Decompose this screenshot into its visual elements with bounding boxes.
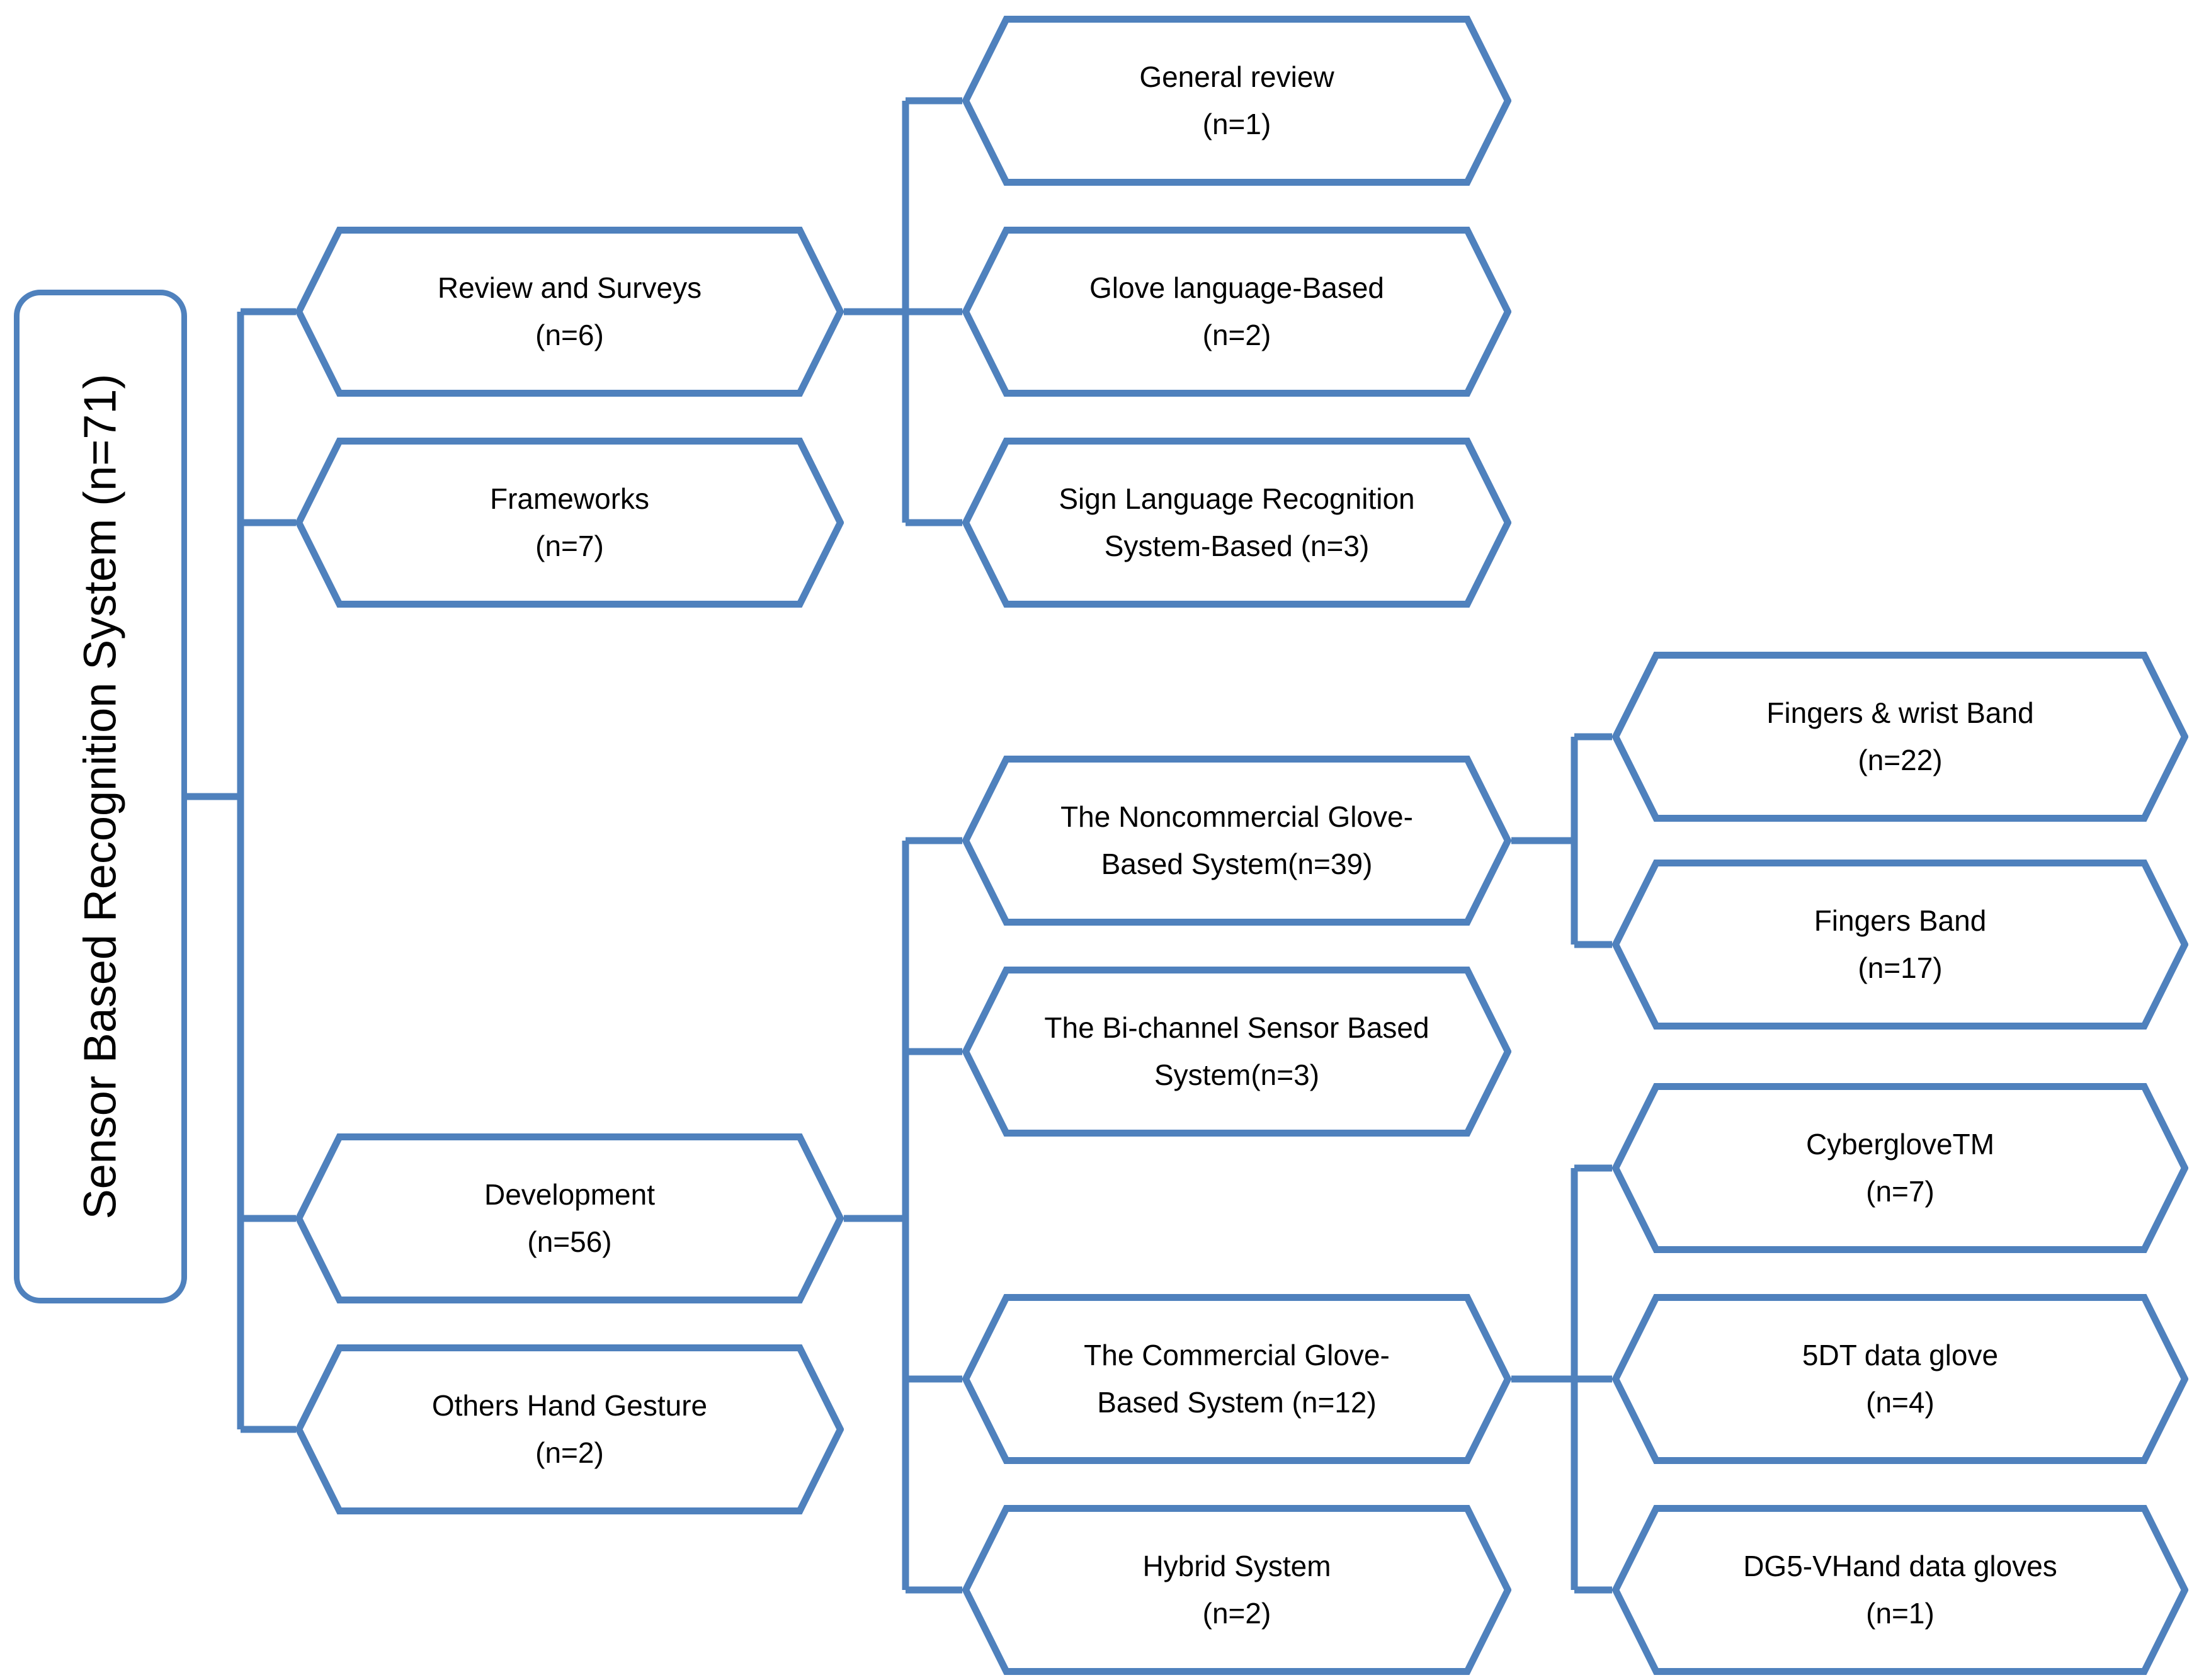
node-label-line1: Glove language-Based (1089, 271, 1384, 305)
node-hybrid-system[interactable]: Hybrid System (n=2) (962, 1505, 1511, 1675)
root-node-label: Sensor Based Recognition System (n=71) (75, 373, 126, 1220)
node-label-line1: General review (1139, 60, 1334, 94)
node-fingers-band[interactable]: Fingers Band (n=17) (1612, 860, 2188, 1030)
node-label: Frameworks (n=7) (295, 438, 844, 608)
node-label-line2: (n=1) (1866, 1597, 1935, 1630)
node-label-line2: (n=7) (1866, 1175, 1935, 1208)
node-label-line1: DG5-VHand data gloves (1743, 1550, 2057, 1583)
node-label-line2: (n=7) (535, 530, 604, 562)
node-label-line1: Development (484, 1178, 656, 1212)
node-dg5-vhand-data-gloves[interactable]: DG5-VHand data gloves (n=1) (1612, 1505, 2188, 1675)
node-label: Review and Surveys (n=6) (295, 227, 844, 397)
node-label: The Noncommercial Glove- Based System(n=… (962, 756, 1511, 926)
node-label-line1: Sign Language Recognition (1059, 482, 1415, 516)
node-label-line2: (n=17) (1858, 951, 1943, 984)
node-label: Sign Language Recognition System-Based (… (962, 438, 1511, 608)
node-label: The Bi-channel Sensor Based System(n=3) (962, 967, 1511, 1137)
node-label-line2: (n=2) (535, 1436, 604, 1469)
node-review-and-surveys[interactable]: Review and Surveys (n=6) (295, 227, 844, 397)
node-label-line1: The Noncommercial Glove- (1060, 800, 1413, 834)
node-label-line2: (n=6) (535, 319, 604, 351)
node-label-line1: The Bi-channel Sensor Based (1044, 1011, 1429, 1045)
node-label-line1: The Commercial Glove- (1084, 1339, 1390, 1372)
node-general-review[interactable]: General review (n=1) (962, 16, 1511, 186)
node-label-line2: (n=1) (1202, 108, 1271, 140)
node-label: 5DT data glove (n=4) (1612, 1294, 2188, 1464)
node-label: Fingers & wrist Band (n=22) (1612, 652, 2188, 822)
node-others-hand-gesture[interactable]: Others Hand Gesture (n=2) (295, 1344, 844, 1514)
node-label: Development (n=56) (295, 1133, 844, 1303)
node-development[interactable]: Development (n=56) (295, 1133, 844, 1303)
node-label: Fingers Band (n=17) (1612, 860, 2188, 1030)
node-label: Glove language-Based (n=2) (962, 227, 1511, 397)
node-label: The Commercial Glove- Based System (n=12… (962, 1294, 1511, 1464)
node-sign-language-recognition-system-based[interactable]: Sign Language Recognition System-Based (… (962, 438, 1511, 608)
node-label-line1: Fingers & wrist Band (1766, 696, 2034, 730)
node-label-line1: Hybrid System (1142, 1550, 1331, 1583)
node-noncommercial-glove-based-system[interactable]: The Noncommercial Glove- Based System(n=… (962, 756, 1511, 926)
node-label-line2: (n=2) (1202, 319, 1271, 351)
node-fingers-and-wrist-band[interactable]: Fingers & wrist Band (n=22) (1612, 652, 2188, 822)
node-label-line1: 5DT data glove (1802, 1339, 1999, 1372)
node-label-line1: Frameworks (489, 482, 650, 516)
node-label-line2: (n=56) (527, 1225, 612, 1258)
node-glove-language-based[interactable]: Glove language-Based (n=2) (962, 227, 1511, 397)
root-node-label-wrap: Sensor Based Recognition System (n=71) (20, 295, 181, 1298)
node-label-line2: Based System(n=39) (1101, 848, 1373, 880)
node-label-line1: Fingers Band (1814, 904, 1987, 938)
node-label-line2: (n=2) (1202, 1597, 1271, 1630)
node-frameworks[interactable]: Frameworks (n=7) (295, 438, 844, 608)
node-5dt-data-glove[interactable]: 5DT data glove (n=4) (1612, 1294, 2188, 1464)
node-label-line1: Others Hand Gesture (431, 1389, 708, 1422)
node-label-line2: (n=4) (1866, 1386, 1935, 1419)
node-label: General review (n=1) (962, 16, 1511, 186)
node-label: Hybrid System (n=2) (962, 1505, 1511, 1675)
node-label-line2: Based System (n=12) (1097, 1386, 1377, 1419)
node-cyberglove-tm[interactable]: CybergloveTM (n=7) (1612, 1083, 2188, 1253)
node-label: CybergloveTM (n=7) (1612, 1083, 2188, 1253)
node-label-line2: System(n=3) (1154, 1059, 1320, 1091)
node-label-line1: Review and Surveys (437, 271, 702, 305)
root-node[interactable]: Sensor Based Recognition System (n=71) (14, 290, 187, 1303)
node-bi-channel-sensor-based-system[interactable]: The Bi-channel Sensor Based System(n=3) (962, 967, 1511, 1137)
node-label: Others Hand Gesture (n=2) (295, 1344, 844, 1514)
node-commercial-glove-based-system[interactable]: The Commercial Glove- Based System (n=12… (962, 1294, 1511, 1464)
node-label-line1: CybergloveTM (1805, 1128, 1995, 1161)
node-label: DG5-VHand data gloves (n=1) (1612, 1505, 2188, 1675)
node-label-line2: (n=22) (1858, 744, 1943, 776)
node-label-line2: System-Based (n=3) (1104, 530, 1370, 562)
